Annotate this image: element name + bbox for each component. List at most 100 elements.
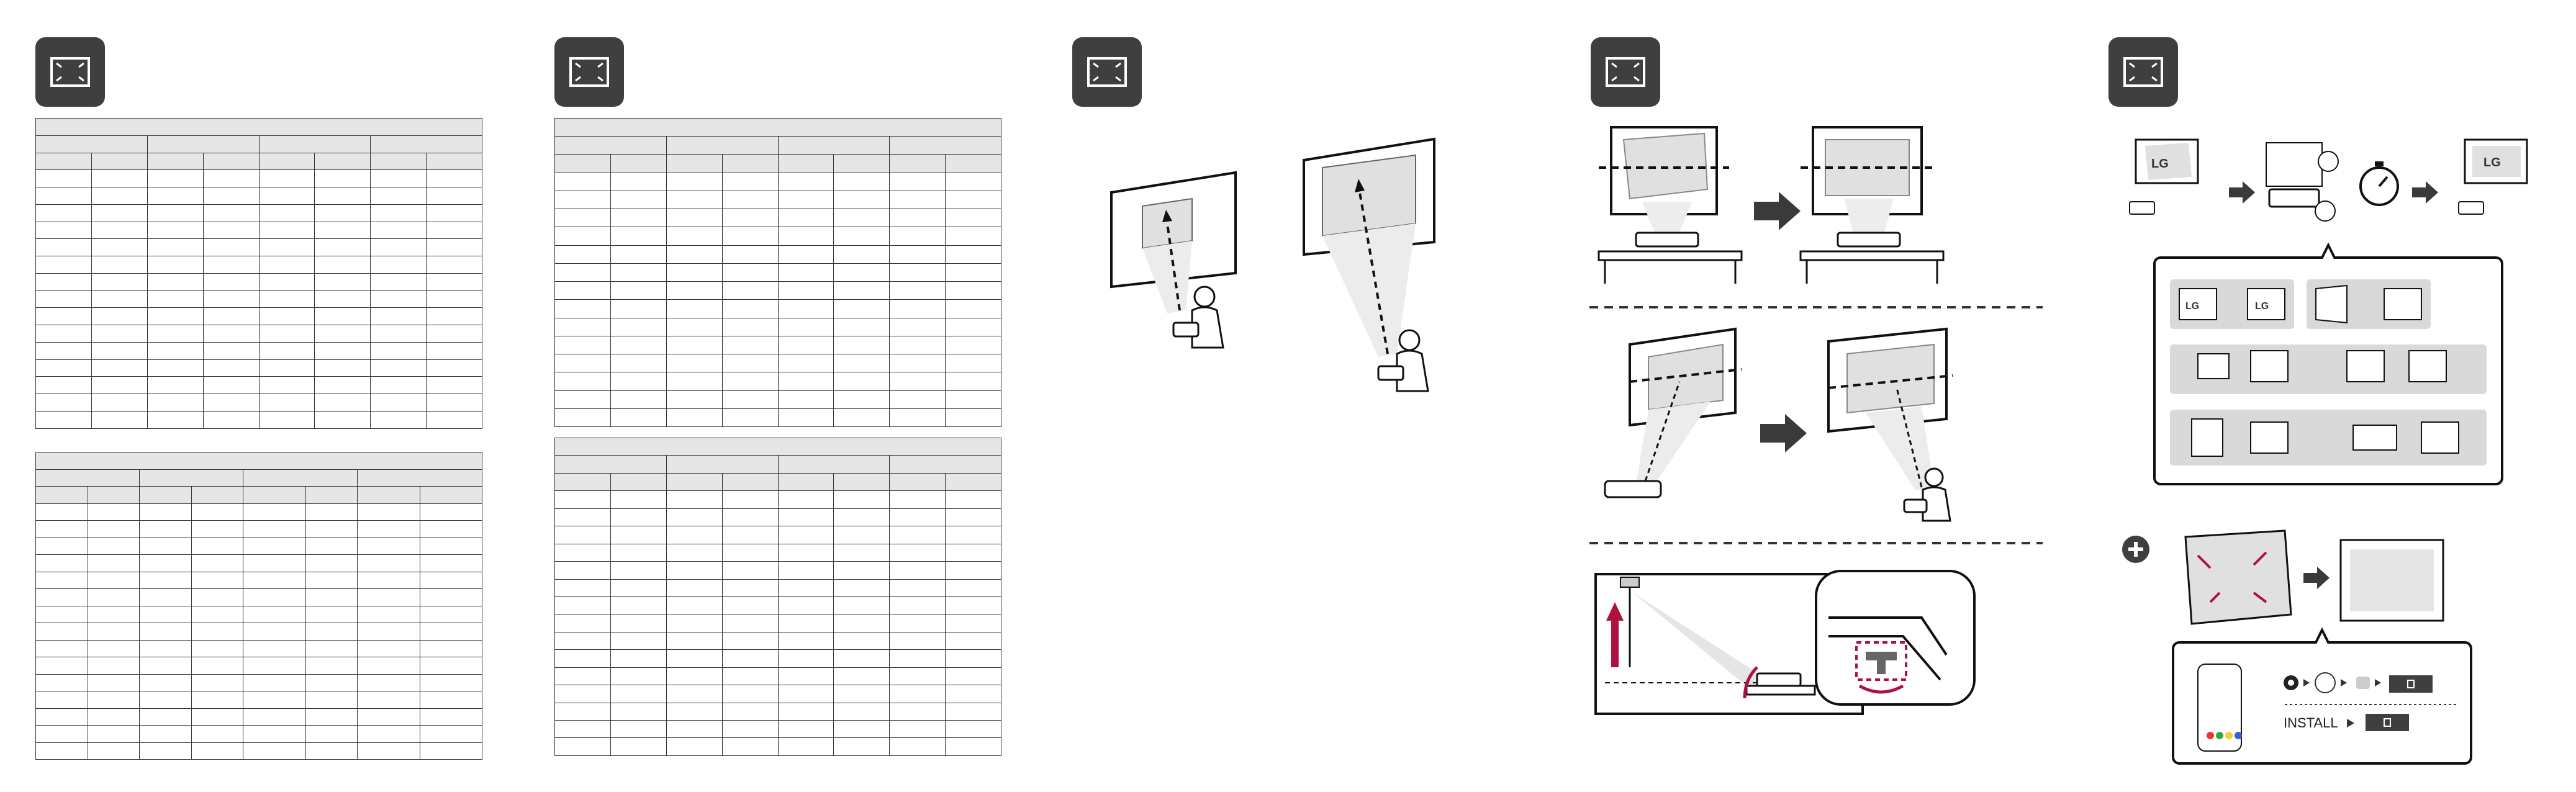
table-cell bbox=[91, 359, 148, 377]
table-cell bbox=[833, 227, 890, 246]
table-cell bbox=[666, 578, 723, 597]
table-row bbox=[35, 307, 482, 326]
table-cell bbox=[35, 290, 92, 308]
table-cell bbox=[721, 561, 779, 580]
table-header-cell bbox=[554, 437, 1001, 456]
table-cell bbox=[945, 737, 1001, 756]
table-cell bbox=[945, 263, 1001, 282]
table-row bbox=[554, 354, 1001, 373]
table-cell bbox=[202, 290, 260, 308]
table-cell bbox=[554, 408, 611, 427]
table-cell bbox=[202, 256, 260, 274]
table-cell bbox=[889, 737, 946, 756]
table-header-cell bbox=[777, 136, 890, 155]
table-cell bbox=[833, 335, 890, 355]
table-cell bbox=[305, 588, 358, 606]
table-cell bbox=[357, 486, 420, 504]
table-cell bbox=[419, 639, 483, 657]
table-cell bbox=[147, 221, 204, 240]
table-row bbox=[554, 335, 1001, 355]
table-cell bbox=[666, 472, 723, 492]
table-cell bbox=[610, 702, 667, 721]
table-cell bbox=[357, 571, 420, 589]
table-cell bbox=[191, 588, 244, 606]
table-cell bbox=[777, 335, 834, 355]
table-cell bbox=[889, 490, 946, 509]
table-cell bbox=[314, 325, 371, 343]
table-row bbox=[35, 411, 482, 429]
table-header-cell bbox=[554, 117, 1001, 137]
table-cell bbox=[610, 490, 667, 509]
table-row bbox=[554, 543, 1001, 562]
table-cell bbox=[305, 486, 358, 504]
table-cell bbox=[721, 263, 779, 282]
table-cell bbox=[91, 152, 148, 171]
table-cell bbox=[243, 605, 306, 623]
table-row bbox=[554, 372, 1001, 391]
table-cell bbox=[314, 238, 371, 257]
table-cell bbox=[889, 702, 946, 721]
table-cell bbox=[666, 408, 723, 427]
table-cell bbox=[889, 299, 946, 318]
table-row bbox=[35, 691, 483, 709]
table-cell bbox=[35, 657, 88, 675]
table-cell bbox=[721, 335, 779, 355]
table-cell bbox=[777, 719, 834, 739]
table-cell bbox=[777, 649, 834, 668]
table-cell bbox=[554, 390, 611, 409]
table-cell bbox=[370, 359, 427, 377]
table-cell bbox=[721, 649, 779, 668]
table-cell bbox=[243, 725, 306, 743]
table-row bbox=[35, 152, 482, 171]
table-cell bbox=[833, 596, 890, 615]
table-cell bbox=[91, 341, 148, 360]
table-cell bbox=[889, 172, 946, 191]
table-row bbox=[554, 281, 1001, 300]
table-cell bbox=[305, 623, 358, 641]
table-cell bbox=[666, 631, 723, 650]
table-cell bbox=[305, 742, 358, 760]
table-cell bbox=[889, 154, 946, 173]
table-cell bbox=[833, 631, 890, 650]
table-cell bbox=[666, 354, 723, 373]
table-cell bbox=[777, 390, 834, 409]
table-cell bbox=[370, 411, 427, 429]
table-cell bbox=[833, 245, 890, 264]
table-cell bbox=[147, 290, 204, 308]
table-cell bbox=[554, 245, 611, 264]
table-header-cell bbox=[147, 135, 260, 153]
table-cell bbox=[777, 667, 834, 686]
table-cell bbox=[419, 708, 483, 726]
table-row bbox=[35, 452, 482, 470]
table-header-cell bbox=[35, 452, 482, 470]
table-cell bbox=[139, 657, 192, 675]
table-cell bbox=[721, 737, 779, 756]
table-cell bbox=[357, 503, 420, 521]
table-cell bbox=[305, 639, 358, 657]
table-cell bbox=[139, 742, 192, 760]
table-cell bbox=[357, 554, 420, 572]
table-cell bbox=[139, 537, 192, 555]
table-cell bbox=[889, 596, 946, 615]
table-cell bbox=[419, 554, 483, 572]
table-cell bbox=[721, 667, 779, 686]
table-cell bbox=[314, 272, 371, 291]
table-row bbox=[35, 221, 482, 240]
table-cell bbox=[721, 631, 779, 650]
table-cell bbox=[554, 543, 611, 562]
table-cell bbox=[833, 543, 890, 562]
table-row bbox=[35, 742, 483, 760]
table-cell bbox=[243, 571, 306, 589]
table-cell bbox=[721, 719, 779, 739]
table-row bbox=[35, 376, 482, 395]
table-cell bbox=[139, 673, 192, 691]
table-cell bbox=[554, 335, 611, 355]
table-cell bbox=[87, 725, 140, 743]
table-cell bbox=[139, 623, 192, 641]
table-cell bbox=[610, 526, 667, 544]
table-row bbox=[35, 469, 482, 487]
table-cell bbox=[426, 341, 482, 360]
table-cell bbox=[721, 227, 779, 246]
table-cell bbox=[426, 325, 482, 343]
table-cell bbox=[35, 272, 92, 291]
